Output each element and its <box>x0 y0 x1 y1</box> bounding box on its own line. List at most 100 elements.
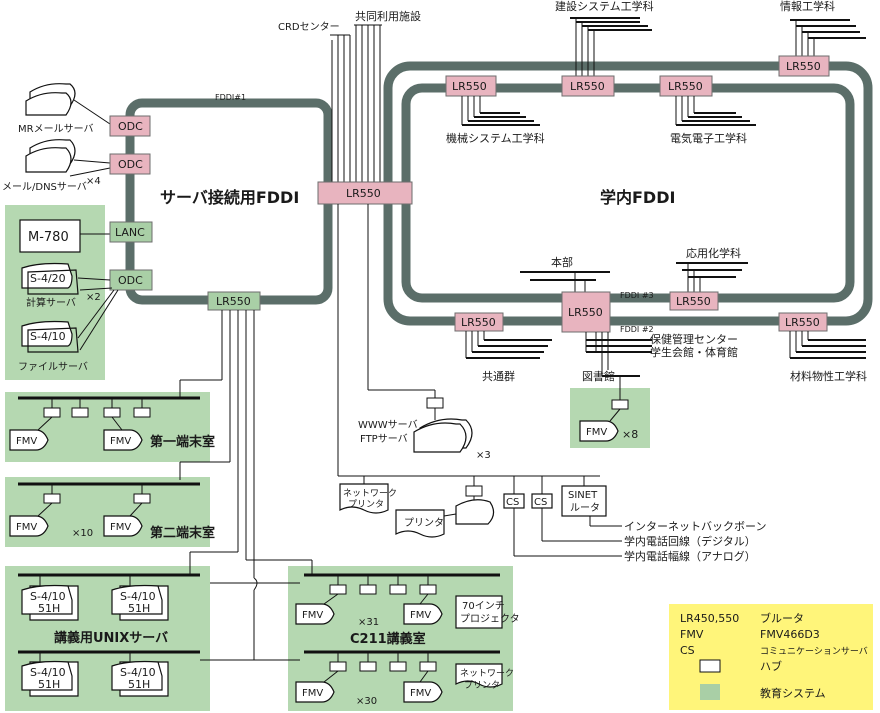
router-zairyo <box>778 312 828 332</box>
legend-row1-key: LR450,550 <box>680 612 739 625</box>
term2-fmv-2-label: FMV <box>110 522 131 533</box>
legend-row3-key: CS <box>680 644 695 657</box>
unix-server-4-label-a: S-4/10 <box>120 666 156 679</box>
label-term2: 第二端末室 <box>150 525 215 541</box>
unix-server-2 <box>111 584 169 621</box>
legend-row2-key: FMV <box>680 628 704 641</box>
c211-netprinter-label-1: ネットワーク <box>460 668 514 679</box>
unix-server-1 <box>21 584 79 621</box>
c211-netprinter <box>455 663 503 688</box>
c211-hubs-1 <box>323 575 437 605</box>
router-joho-label: LR550 <box>786 60 821 73</box>
router-kyotsu <box>454 312 504 332</box>
label-term1: 第一端末室 <box>150 434 215 450</box>
c211-netprinter-label-2: プリンタ <box>464 680 500 691</box>
term2-fmv-1-label: FMV <box>16 522 37 533</box>
cs-1-label: CS <box>506 497 519 508</box>
odc-2 <box>109 153 151 175</box>
lanc <box>109 221 153 243</box>
label-oyoka: 応用化学科 <box>686 246 741 260</box>
service-netprinter <box>339 483 389 514</box>
www-x3: ×3 <box>476 450 491 461</box>
c211-x31: ×31 <box>358 617 379 628</box>
mail-dns-x4: ×4 <box>86 176 101 187</box>
router-oyoka-label: LR550 <box>676 295 711 308</box>
router-zairyo-label: LR550 <box>785 316 820 329</box>
label-file-server: ファイルサーバ <box>18 361 88 373</box>
www-hub <box>426 397 444 409</box>
label-backbone: インターネットバックボーン <box>624 520 766 533</box>
label-gakusei: 学生会館・体育館 <box>650 345 738 359</box>
projector-label-1: 70インチ <box>462 600 505 612</box>
sinet-label-2: ルータ <box>570 502 600 514</box>
unix-server-3-label-a: S-4/10 <box>30 666 66 679</box>
education-drop-lines <box>179 310 313 661</box>
term1-fmv-2-label: FMV <box>110 436 131 447</box>
label-hoken: 保健管理センター <box>650 332 738 346</box>
s420-server <box>21 262 73 289</box>
sinet-label-1: SINET <box>568 490 598 501</box>
c211-x30: ×30 <box>356 696 377 707</box>
denki-feed <box>675 96 756 126</box>
router-honbu-label: LR550 <box>568 306 603 319</box>
label-mail-dns: メール/DNSサーバ <box>2 181 87 193</box>
mr-mail-server-icon-2 <box>25 92 72 116</box>
legend-row5-val: 教育システム <box>760 686 826 700</box>
term2-hubs <box>37 484 151 517</box>
legend-edu-swatch <box>700 684 720 700</box>
label-keisan: 計算サーバ <box>26 296 76 309</box>
printer-hub <box>465 485 483 497</box>
router-kikai <box>445 75 497 97</box>
odc-3-label: ODC <box>118 274 143 287</box>
term1-hubs <box>37 398 151 431</box>
s420-server-shadow <box>27 269 79 295</box>
router-education-label: LR550 <box>216 295 251 308</box>
c211-fmv-2-label: FMV <box>410 610 431 621</box>
label-kyodo: 共同利用施設 <box>355 9 421 23</box>
label-unix: 講義用UNIXサーバ <box>54 630 168 646</box>
library-x8: ×8 <box>622 428 638 441</box>
projector-label-2: プロジェクタ <box>460 613 520 625</box>
legend-row3-val: コミュニケーションサーバ <box>760 646 868 657</box>
label-mr-mail: MRメールサーバ <box>18 123 93 135</box>
kyotsu-feed <box>465 331 552 359</box>
c211-fmv-4-label: FMV <box>410 688 431 699</box>
s410-server-shadow <box>27 327 79 353</box>
mail-dns-server-icon-2 <box>25 147 72 173</box>
router-honbu <box>561 291 611 333</box>
unix-server-3 <box>21 660 79 697</box>
router-joho <box>778 55 830 77</box>
router-oyoka <box>669 291 719 311</box>
legend-row1-val: ブルータ <box>760 611 804 625</box>
library-fmv-label: FMV <box>586 427 607 438</box>
router-kyotsu-label: LR550 <box>461 316 496 329</box>
router-denki-label: LR550 <box>668 80 703 93</box>
kikai-feed <box>461 96 540 126</box>
label-analog: 学内電話幅線（アナログ） <box>624 549 756 563</box>
label-ftp: FTPサーバ <box>360 433 408 445</box>
router-central-label: LR550 <box>346 187 381 200</box>
sinet-router <box>561 485 607 517</box>
unix-server-1-label-b: 51H <box>38 602 60 615</box>
label-joho: 情報工学科 <box>780 0 835 13</box>
label-server-fddi: サーバ接続用FDDI <box>160 188 299 207</box>
outside-lines <box>513 508 622 557</box>
label-fddi3: FDDI #3 <box>620 291 654 300</box>
m780-box <box>19 219 81 253</box>
m780-label: M-780 <box>28 230 69 245</box>
mail-dns-link-2 <box>69 167 111 177</box>
label-campus-fddi: 学内FDDI <box>600 188 675 207</box>
service-netprinter-label-1: ネットワーク <box>343 488 397 499</box>
mail-dns-link <box>73 159 111 164</box>
oyoka-feed <box>676 262 748 292</box>
library-hub <box>611 399 629 410</box>
s4-links <box>77 277 119 351</box>
crd-feed-lines <box>330 24 382 182</box>
library-hub-link <box>609 408 621 422</box>
s410-label: S-4/10 <box>30 330 66 343</box>
lanc-label: LANC <box>115 226 145 239</box>
joho-feed <box>790 19 866 56</box>
unix-server-3-label-b: 51H <box>38 678 60 691</box>
mr-mail-link <box>73 99 111 125</box>
